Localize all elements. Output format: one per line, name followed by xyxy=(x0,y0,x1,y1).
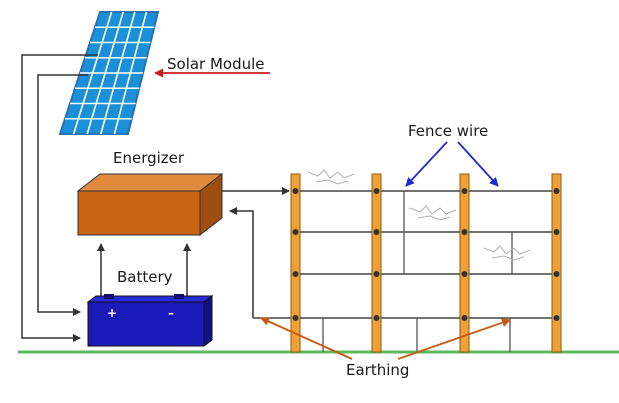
insulator xyxy=(461,271,468,277)
energizer-box xyxy=(76,172,224,237)
battery xyxy=(86,294,214,347)
fence-droppers xyxy=(322,191,513,352)
insulator xyxy=(461,188,468,194)
battery-plus-terminal: + xyxy=(107,306,117,320)
insulator xyxy=(461,315,468,321)
insulator xyxy=(292,315,299,321)
insulator xyxy=(553,188,560,194)
fence-return-wire xyxy=(229,207,254,318)
battery-minus-terminal: – xyxy=(168,306,174,320)
insulator xyxy=(553,315,560,321)
battery-label: Battery xyxy=(117,268,173,286)
earthing-label: Earthing xyxy=(346,361,409,379)
fence-wire-arrow-right xyxy=(457,141,499,187)
insulator xyxy=(461,229,468,235)
earthing-arrow-left xyxy=(260,317,353,360)
solar-module xyxy=(58,11,160,135)
solar-wire-inner xyxy=(37,74,88,316)
energizer-label: Energizer xyxy=(113,149,185,167)
insulator xyxy=(373,315,380,321)
insulator xyxy=(553,229,560,235)
insulator xyxy=(292,188,299,194)
insulator xyxy=(292,271,299,277)
insulator xyxy=(553,271,560,277)
spark-marks xyxy=(307,169,531,261)
fence-wires xyxy=(253,190,557,319)
solar-wire-outer xyxy=(21,54,98,342)
insulator xyxy=(373,229,380,235)
fence-insulators xyxy=(292,188,560,321)
fence-wire-arrow-left xyxy=(405,141,448,187)
fence-wire-label: Fence wire xyxy=(408,122,488,140)
insulator xyxy=(373,188,380,194)
insulator xyxy=(292,229,299,235)
solar-module-label: Solar Module xyxy=(167,55,265,73)
fence-posts xyxy=(290,173,562,353)
insulator xyxy=(373,271,380,277)
earthing-arrow-right xyxy=(397,318,511,360)
